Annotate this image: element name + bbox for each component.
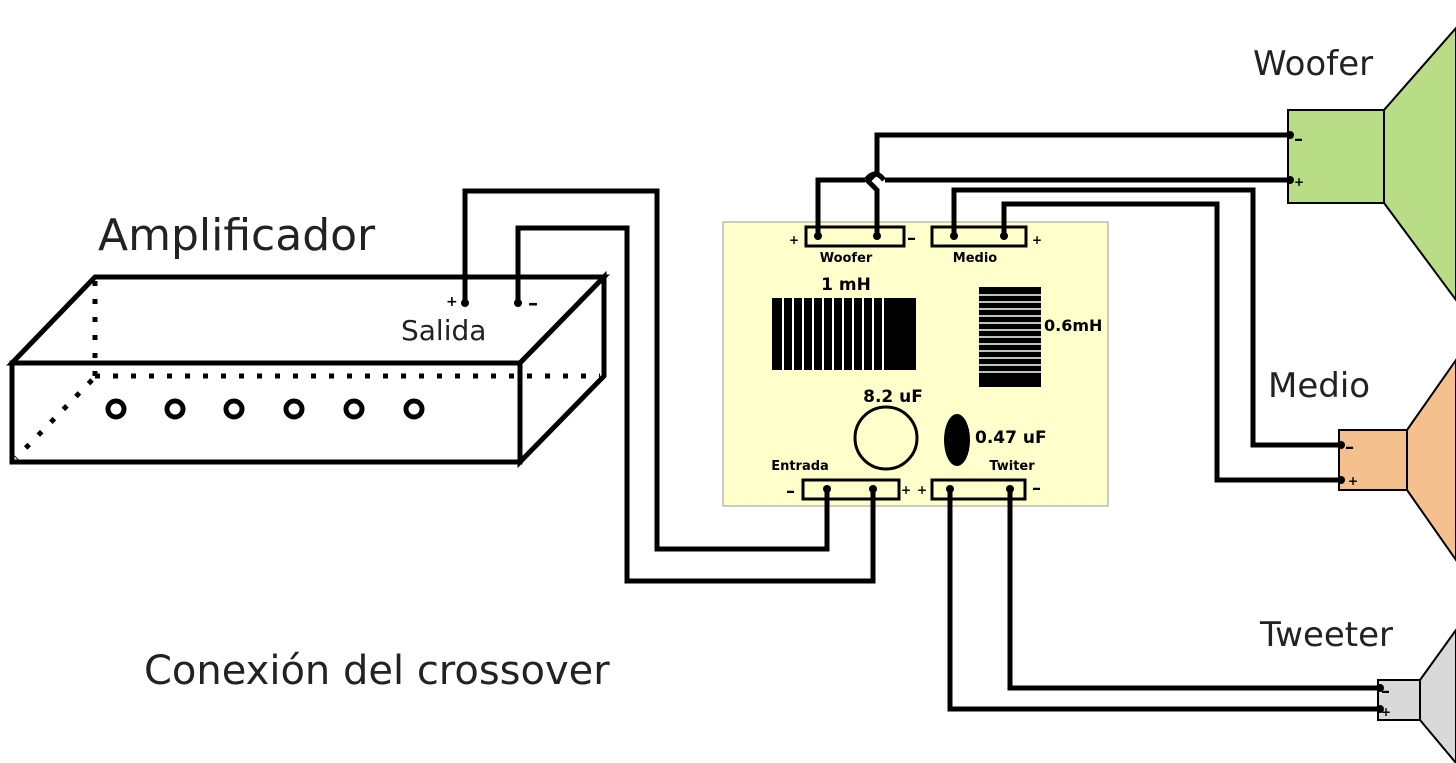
- amplifier-label: Amplificador: [98, 210, 376, 261]
- twiter-terminal-label: Twiter: [989, 459, 1035, 474]
- wire-woofer-crossover-hop: [864, 171, 886, 182]
- wire-amp-plus-to-entrada: [462, 188, 830, 552]
- tweeter-speaker: [1377, 628, 1456, 763]
- wire-medio-plus: [1001, 201, 1341, 483]
- entrada-minus-mark: –: [786, 481, 795, 502]
- wire-woofer-minus: [864, 132, 1290, 236]
- entrada-terminal-label: Entrada: [771, 459, 829, 474]
- woofer-minus-mark: –: [907, 228, 916, 249]
- woofer-speaker-label: Woofer: [1253, 44, 1373, 84]
- diagram-title: Conexión del crossover: [144, 648, 610, 694]
- woofer-plus-mark: +: [1294, 175, 1304, 189]
- medio-terminal-label: Medio: [953, 251, 998, 266]
- woofer-terminal-label: Woofer: [820, 251, 873, 266]
- woofer-plus-mark: +: [789, 233, 799, 247]
- wire-tweeter-plus: [947, 489, 1380, 712]
- entrada-plus-mark: +: [901, 483, 911, 497]
- terminal-dots: [461, 131, 1384, 713]
- amplifier-box: [6, 270, 610, 469]
- medio-plus-mark: +: [1348, 474, 1358, 488]
- woofer-speaker: [1287, 26, 1456, 302]
- wire-woofer-plus: [815, 177, 865, 236]
- capacitor-8-2uf: [853, 405, 919, 471]
- medio-speaker-label: Medio: [1268, 366, 1370, 406]
- amplifier-plus-mark: +: [446, 294, 458, 310]
- capacitor-8-2uf-label: 8.2 uF: [863, 387, 923, 407]
- amplifier-knobs: [105, 398, 425, 420]
- inductor-0-6mh: [979, 287, 1041, 387]
- medio-terminal-block: [930, 225, 1028, 248]
- capacitor-0-47uf: [944, 414, 970, 466]
- tweeter-minus-mark: –: [1381, 681, 1390, 702]
- wire-tweeter-minus: [1007, 489, 1380, 691]
- twiter-terminal-block: [930, 478, 1027, 501]
- tweeter-speaker-label: Tweeter: [1259, 615, 1393, 655]
- medio-minus-mark: –: [1345, 437, 1354, 458]
- inductor-1mh: [772, 298, 916, 370]
- twiter-minus-mark: –: [1032, 478, 1041, 499]
- medio-speaker: [1338, 358, 1456, 562]
- wire-medio-minus: [951, 187, 1341, 448]
- entrada-terminal-block: [801, 478, 901, 501]
- inductor-0-6mh-label: 0.6mH: [1044, 316, 1102, 335]
- inductor-1mh-label: 1 mH: [821, 275, 871, 295]
- wire-amp-minus-to-entrada: [515, 225, 876, 584]
- woofer-minus-mark: –: [1294, 129, 1303, 150]
- amplifier-output-label: Salida: [401, 314, 486, 347]
- twiter-plus-mark: +: [917, 483, 927, 497]
- tweeter-plus-mark: +: [1381, 705, 1391, 719]
- capacitor-0-47uf-label: 0.47 uF: [975, 428, 1047, 448]
- medio-plus-mark: +: [1032, 233, 1042, 247]
- amplifier-minus-mark: –: [528, 291, 538, 315]
